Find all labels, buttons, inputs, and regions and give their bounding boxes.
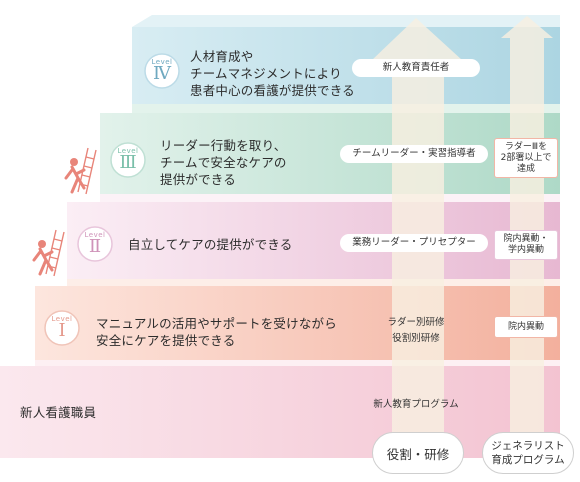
role-level2: 業務リーダー・プリセプター xyxy=(340,234,488,252)
level1-word: Level xyxy=(51,315,73,323)
generalist-label-line-2: 育成プログラム xyxy=(491,454,565,466)
level4-step xyxy=(132,27,560,113)
role-level1-a: ラダー別研修 xyxy=(387,317,445,328)
role-level4: 新人教育責任者 xyxy=(352,59,480,77)
generalist-level2-line-2: 学内異動 xyxy=(507,245,544,255)
level3-numeral: Ⅲ xyxy=(119,152,137,173)
level4-numeral: Ⅳ xyxy=(153,63,171,84)
climber-ladder-icon xyxy=(32,229,65,277)
generalist-level1-line-1: 院内異動 xyxy=(507,321,544,332)
generalist-level2: 院内異動・ 学内異動 xyxy=(494,230,558,260)
generalist-label: ジェネラリスト 育成プログラム xyxy=(482,432,574,474)
level1-numeral: Ⅰ xyxy=(58,320,66,341)
generalist-label-line-1: ジェネラリスト xyxy=(491,440,565,452)
level3-top xyxy=(100,104,560,113)
generalist-level3-line-3: 達成 xyxy=(516,163,535,174)
base-step xyxy=(0,366,560,458)
level3-badge-ring xyxy=(110,142,146,178)
level3-word: Level xyxy=(117,147,139,155)
generalist-level3-line-1: ラダーⅢを xyxy=(504,141,548,152)
level1-step xyxy=(35,286,560,366)
generalist-level3-line-2: 2部署以上で xyxy=(500,152,552,163)
level1-badge-ring xyxy=(44,310,80,346)
level2-numeral: Ⅱ xyxy=(88,236,102,257)
generalist-level1: 院内異動 xyxy=(494,316,558,338)
level4-top xyxy=(132,15,560,27)
role-base: 新人教育プログラム xyxy=(373,399,459,410)
level4-word: Level xyxy=(151,58,173,66)
level2-badge-ring xyxy=(77,226,113,262)
role-level3: チームリーダー・実習指導者 xyxy=(340,145,488,163)
level4-line-1: 人材育成や xyxy=(190,49,254,64)
level1-line-2: 安全にケアを提供できる xyxy=(96,333,236,348)
level3-line-1: リーダー行動を取り、 xyxy=(160,138,287,153)
level3-line-3: 提供ができる xyxy=(160,172,236,187)
base-label: 新人看護職員 xyxy=(20,405,97,420)
level2-line-1: 自立してケアの提供ができる xyxy=(128,237,293,252)
generalist-level2-line-1: 院内異動・ xyxy=(503,234,549,244)
role-training-label: 役割・研修 xyxy=(372,432,464,474)
level1-top xyxy=(35,279,560,286)
climber-ladder-icon xyxy=(64,147,97,195)
level2-word: Level xyxy=(84,231,106,239)
role-level1-b: 役割別研修 xyxy=(392,333,440,344)
level4-line-2: チームマネジメントにより xyxy=(190,66,342,81)
level4-badge-ring xyxy=(144,53,180,89)
level4-line-3: 患者中心の看護が提供できる xyxy=(190,83,355,98)
level2-top xyxy=(67,194,560,202)
generalist-level3: ラダーⅢを 2部署以上で 達成 xyxy=(494,138,558,178)
level1-line-1: マニュアルの活用やサポートを受けながら xyxy=(96,316,337,331)
base-top xyxy=(0,360,560,366)
role-arrow xyxy=(372,18,462,440)
level3-line-2: チームで安全なケアの xyxy=(160,155,287,170)
